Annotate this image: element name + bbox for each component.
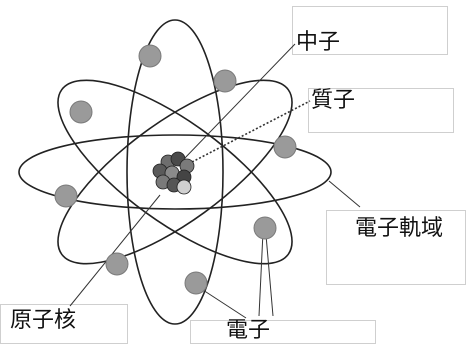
leader-neutron [182,43,296,161]
neutron-particle [176,179,192,195]
electron [253,216,277,240]
orbit-horizontal [18,134,332,210]
neutron-label-box [292,6,448,55]
orbit-vertical [126,19,224,325]
leader-orbit [328,180,361,208]
electron [69,100,93,124]
leader-electron-2 [265,234,274,317]
leader-electron-1 [258,231,264,317]
neutron-label: 中子 [296,30,341,55]
leader-electron-3 [202,289,247,319]
electron [54,184,78,208]
nucleus-cluster [152,151,195,195]
electron-orbit-label-box [326,210,466,285]
nucleus-label-box [0,304,128,344]
proton-label: 質子 [311,88,356,113]
electron-orbit-label: 電子軌域 [355,216,444,241]
electron [273,135,297,159]
orbit-diagonal-b [57,79,293,265]
electron [105,252,129,276]
electron [213,69,237,93]
proton-label-box [308,88,454,133]
nucleus-label: 原子核 [10,308,77,333]
leader-nucleus [69,194,161,307]
electron [184,271,208,295]
electron [138,44,162,68]
electron-label: 電子 [226,318,271,343]
